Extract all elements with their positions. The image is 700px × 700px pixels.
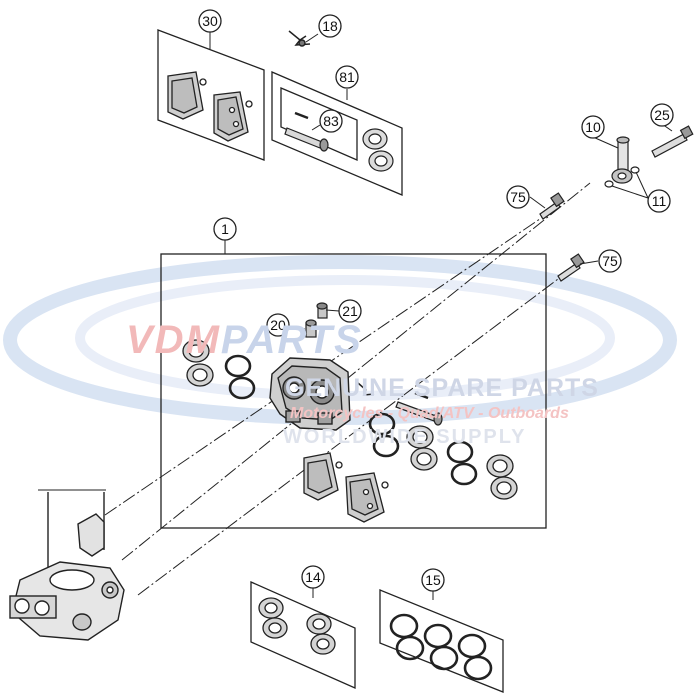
callout-15: 15 <box>421 568 445 592</box>
callout-20: 20 <box>266 313 290 337</box>
caliper-pin <box>357 382 443 426</box>
callout-10: 10 <box>581 115 605 139</box>
caliper-body <box>269 357 351 431</box>
svg-text:25: 25 <box>654 107 670 123</box>
svg-text:14: 14 <box>305 569 321 585</box>
banjo-fitting-10 <box>604 136 640 188</box>
callout-11: 11 <box>647 189 671 213</box>
svg-text:18: 18 <box>322 18 338 34</box>
spring-clip-18 <box>288 30 311 47</box>
frame-30 <box>157 29 265 161</box>
callout-25: 25 <box>650 103 674 127</box>
seal-set-15 <box>389 613 493 681</box>
bleed-screw-25 <box>651 125 694 158</box>
svg-text:75: 75 <box>602 253 618 269</box>
svg-text:11: 11 <box>652 193 667 209</box>
callout-81: 81 <box>335 65 359 89</box>
piston-set-14 <box>258 597 336 655</box>
callout-1: 1 <box>213 217 237 241</box>
pin-set-81 <box>284 111 394 172</box>
pistons-left <box>182 339 214 387</box>
brake-pads-30 <box>167 71 253 142</box>
svg-text:21: 21 <box>342 303 358 319</box>
frame-83 <box>280 87 358 161</box>
svg-text:1: 1 <box>221 221 229 237</box>
group-frames <box>157 29 547 693</box>
callout-75-upper: 75 <box>506 185 530 209</box>
frame-14 <box>250 581 356 689</box>
svg-text:15: 15 <box>425 572 441 588</box>
svg-text:20: 20 <box>270 317 286 333</box>
svg-text:10: 10 <box>585 119 601 135</box>
frame-81 <box>271 71 403 196</box>
svg-text:83: 83 <box>323 113 339 129</box>
callout-83: 83 <box>319 109 343 133</box>
bleed-valve-20-21 <box>305 302 328 338</box>
caliper-pads <box>303 452 389 523</box>
callout-18: 18 <box>318 14 342 38</box>
callouts: 30 18 81 83 10 25 11 75 1 75 20 21 14 15 <box>198 9 674 592</box>
pistons-right <box>406 425 518 500</box>
fork-leg <box>9 489 125 641</box>
svg-text:30: 30 <box>202 13 218 29</box>
callout-30: 30 <box>198 9 222 33</box>
frame-1 <box>160 253 547 529</box>
seals-right <box>368 412 478 486</box>
seals-left <box>224 354 256 400</box>
callout-21: 21 <box>338 299 362 323</box>
frame-15 <box>379 589 504 693</box>
bolts-75 <box>539 192 585 282</box>
svg-text:81: 81 <box>339 69 355 85</box>
svg-text:75: 75 <box>510 189 526 205</box>
callout-14: 14 <box>301 565 325 589</box>
callout-75-lower: 75 <box>598 249 622 273</box>
